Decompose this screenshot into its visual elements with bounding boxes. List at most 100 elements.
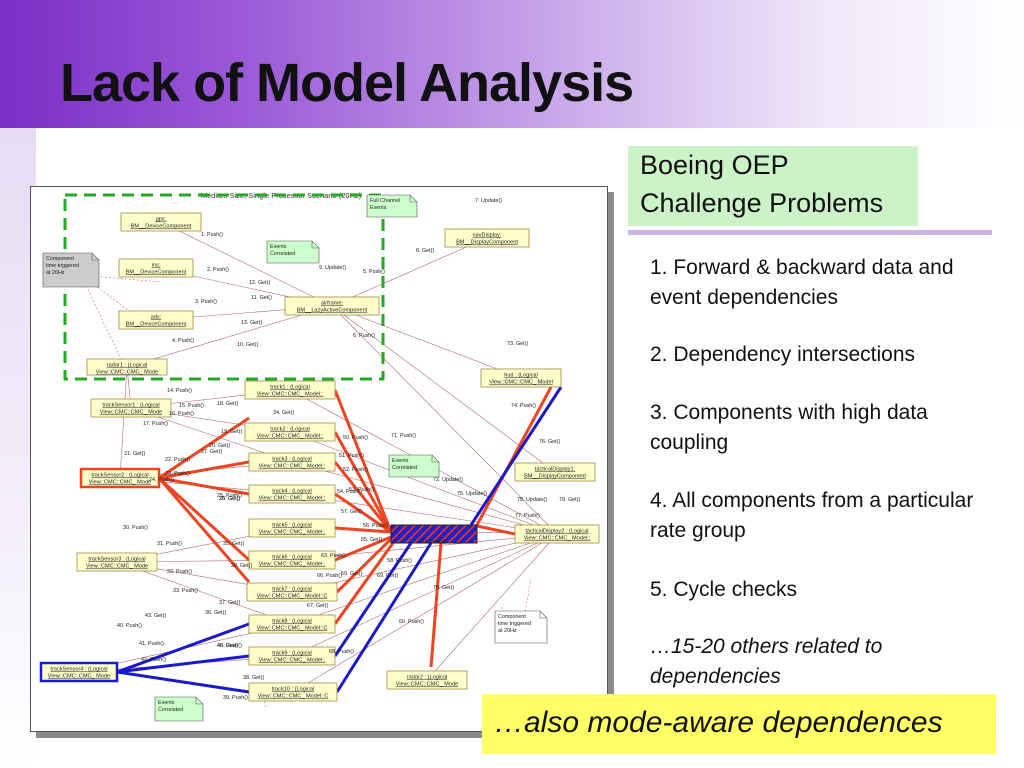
dependency-red-line — [335, 537, 393, 594]
message-label: 13. Get() — [241, 320, 262, 326]
message-label: 22. Push() — [165, 457, 190, 463]
collaboration-diagram: Medium Size, Single Processor Scenario (… — [30, 186, 608, 732]
message-label: 77. Push() — [515, 513, 540, 519]
heading-line-2: Challenge Problems — [640, 188, 884, 218]
message-label: 26. Get() — [219, 496, 240, 502]
mode-aware-callout: …also mode-aware dependences — [482, 694, 996, 754]
note-fold — [431, 455, 439, 463]
component-type: BM__DeviceComponent — [131, 224, 192, 230]
message-label: 5. Push() — [363, 269, 385, 275]
component-type: BM__DeviceComponent — [126, 322, 187, 328]
component-type: BM__DeviceComponent — [126, 270, 187, 276]
message-label: 79. Get() — [559, 497, 580, 503]
component-rect — [90, 398, 172, 418]
problem-item: 5. Cycle checks — [650, 578, 798, 601]
message-label: 19. Get() — [221, 429, 242, 435]
dependency-red-line — [158, 416, 250, 480]
component-name: hud : (Logical — [504, 373, 538, 379]
message-label: 1. Push() — [201, 232, 223, 238]
dependency-blue-line — [116, 654, 250, 674]
message-label: 35. Get() — [223, 541, 244, 547]
component-type: View::CMC::CMC_ Model::C — [258, 694, 329, 700]
message-label: 66. Push() — [317, 573, 342, 579]
message-label: 42. Push() — [141, 657, 166, 663]
message-label: 20. Get() — [209, 443, 230, 449]
note-text: Events — [370, 205, 387, 211]
component-rect — [248, 484, 336, 504]
component-name: track6 : (Logical — [272, 555, 311, 561]
component-name: trackSensor3 : (Logical — [88, 557, 145, 563]
component-rect — [244, 422, 336, 442]
component-type: View::CMC::CMC_ Model:: — [259, 658, 326, 664]
message-label: 39. Push() — [223, 695, 248, 701]
message-label: 8. Get() — [416, 248, 434, 254]
component-rect — [118, 310, 194, 330]
component-rect — [248, 452, 336, 472]
component-name: radar1 : (Logical — [107, 363, 147, 369]
component-rect — [120, 212, 202, 232]
message-label: 27. Get() — [201, 449, 222, 455]
component-name: track9 : (Logical — [272, 651, 311, 657]
note-text: at 20Hz — [498, 628, 517, 634]
note-fold — [311, 241, 319, 249]
message-label: 9. Update() — [319, 265, 346, 271]
message-label: 46. Get() — [217, 643, 238, 649]
note-text: Full Channel — [370, 198, 400, 204]
dependency-red-line — [333, 542, 395, 625]
message-label: 12. Get() — [249, 280, 270, 286]
message-label: 55. Get() — [361, 537, 382, 543]
dependency-blue-line — [333, 542, 413, 657]
relation-line — [291, 493, 558, 535]
message-label: 10. Get() — [237, 342, 258, 348]
relation-line — [331, 237, 488, 307]
component-type: View::CMC::CMC_ Model:: — [259, 530, 326, 536]
message-label: 34. Get() — [273, 410, 294, 416]
dependency-blue-line — [469, 386, 563, 526]
note-text: time triggered — [46, 263, 79, 269]
dependency-red-line — [158, 460, 250, 480]
relation-line — [291, 533, 558, 561]
component-name: track4 : (Logical — [272, 489, 311, 495]
component-rect — [79, 467, 161, 489]
dependency-red-line — [334, 526, 392, 534]
note-shape — [42, 252, 100, 288]
message-label: 51. Push() — [339, 453, 364, 459]
component-name: track2 : (Logical — [270, 427, 309, 433]
note-fold — [539, 611, 547, 619]
component-type: View::CMC::CMC_ Model:: — [259, 464, 326, 470]
problem-item: 2. Dependency intersections — [650, 343, 915, 366]
component-rect — [284, 296, 380, 316]
message-label: 71. Push() — [391, 433, 416, 439]
component-type: View::CMC::CMC_ Model:: — [257, 392, 324, 398]
component-type: BM__DisplayComponent — [524, 474, 586, 480]
message-label: 25. Push() — [217, 493, 242, 499]
message-label: 29. Get() — [231, 563, 252, 569]
dependency-red-line — [334, 492, 392, 534]
component-type: View::CMC::CMC_ Mode — [48, 674, 110, 680]
relation-line — [292, 533, 558, 693]
dependency-red-line — [475, 386, 553, 526]
message-label: 16. Push() — [169, 411, 194, 417]
message-label: 24. Push() — [149, 477, 174, 483]
dependency-red-line — [157, 477, 251, 583]
component-type: View::CMC::CMC_ Model::C — [257, 626, 328, 632]
message-label: 17. Push() — [143, 421, 168, 427]
message-label: 73. Get() — [507, 341, 528, 347]
component-name: track7 : (Logical — [272, 587, 311, 593]
message-label: 40. Push() — [117, 623, 142, 629]
component-rect — [248, 646, 336, 666]
dependency-red-line — [333, 461, 393, 533]
message-label: 28. Get() — [219, 496, 240, 502]
note-text: Correlated — [392, 465, 417, 471]
component-name: airframe: — [321, 301, 344, 307]
message-label: 3. Push() — [195, 299, 217, 305]
